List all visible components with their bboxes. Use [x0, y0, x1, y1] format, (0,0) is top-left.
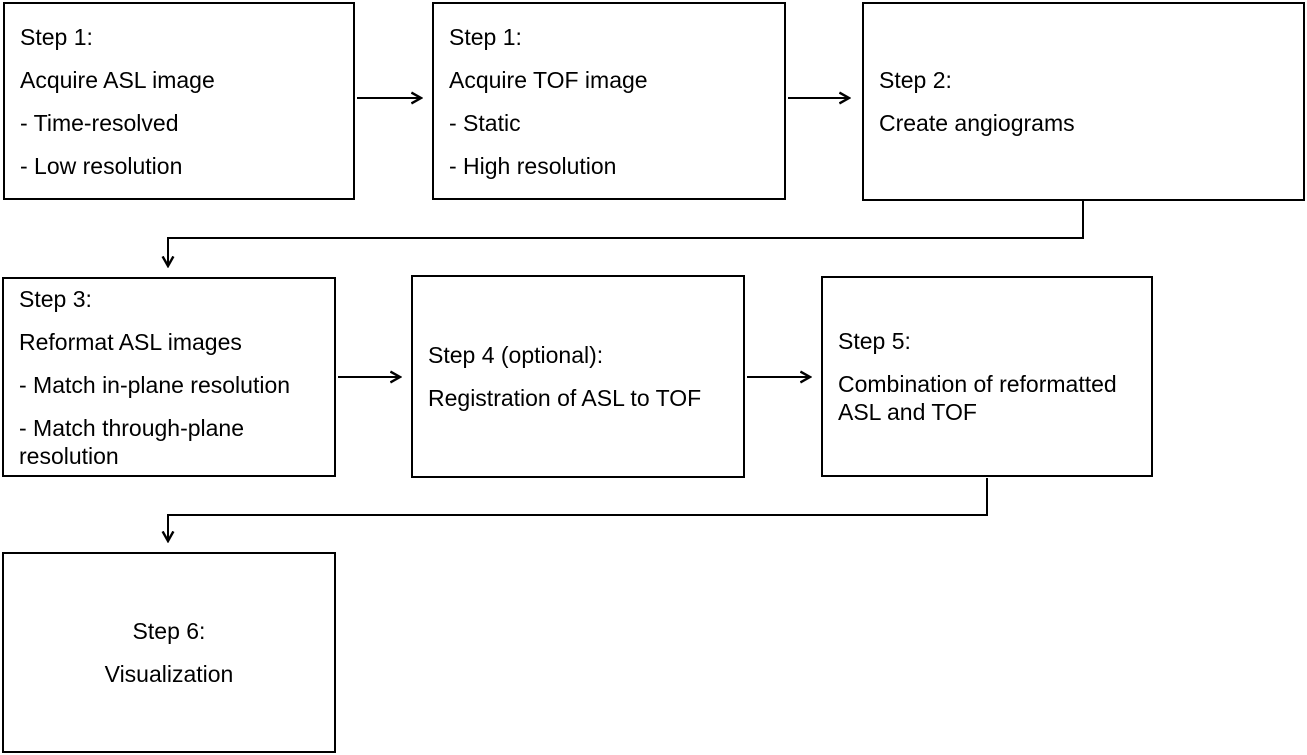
flow-box-step1-acquire-tof: Step 1: Acquire TOF image - Static - Hig…	[432, 2, 786, 200]
box-line: - Time-resolved	[20, 109, 179, 136]
box-line: Step 1:	[449, 23, 522, 50]
box-line: - Match through-plane resolution	[19, 414, 245, 469]
box-line: Create angiograms	[879, 110, 1075, 136]
box-line: Step 1:	[20, 23, 93, 50]
box-line: Acquire ASL image	[20, 66, 215, 93]
flow-box-step5-combination: Step 5: Combination of reformatted ASL a…	[821, 276, 1153, 477]
flow-box-step3-reformat-asl: Step 3: Reformat ASL images - Match in-p…	[2, 277, 336, 477]
box-line: Reformat ASL images	[19, 328, 242, 355]
box-line: - High resolution	[449, 152, 617, 179]
box-line: Acquire TOF image	[449, 66, 648, 93]
flow-box-step2-create-angiograms: Step 2: Create angiograms	[862, 2, 1305, 201]
box-line: - Low resolution	[20, 152, 183, 179]
box-line: - Static	[449, 109, 521, 136]
box-line: - Match in-plane resolution	[19, 371, 291, 398]
box-line: Step 5:	[838, 328, 911, 354]
box-line: Combination of reformatted ASL and TOF	[838, 371, 1117, 425]
flow-box-step6-visualization: Step 6: Visualization	[2, 552, 336, 753]
flow-box-step4-registration: Step 4 (optional): Registration of ASL t…	[411, 275, 745, 478]
box-line: Visualization	[104, 661, 234, 687]
box-line: Step 4 (optional):	[428, 342, 604, 368]
flow-box-step1-acquire-asl: Step 1: Acquire ASL image - Time-resolve…	[3, 2, 355, 200]
box-line: Step 3:	[19, 285, 92, 312]
arrow-step2-to-step3	[168, 201, 1084, 266]
box-line: Step 6:	[132, 618, 206, 644]
box-line: Registration of ASL to TOF	[428, 385, 702, 411]
arrow-step5-to-step6	[168, 478, 988, 541]
box-line: Step 2:	[879, 67, 952, 93]
